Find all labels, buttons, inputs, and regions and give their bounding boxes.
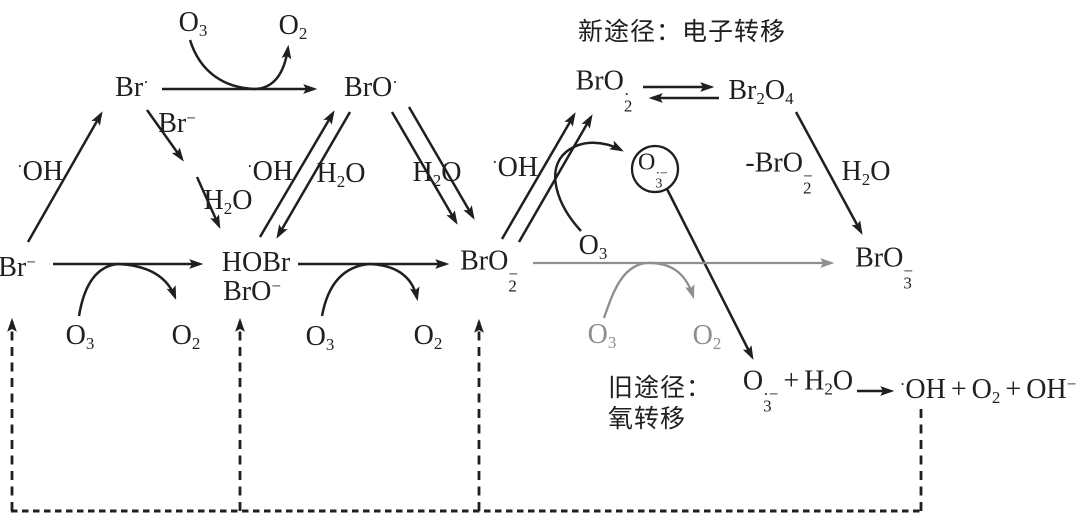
species-br2o4: Br2O4	[728, 75, 794, 108]
equation-left-side: O·−3+H2O	[742, 365, 854, 416]
species-o3-top: O3	[178, 7, 208, 40]
species-o3-radical-anion-circled: O·−3	[638, 149, 668, 192]
curve-o3-to-o2-left	[77, 262, 177, 317]
label-o3-feed: O3	[578, 230, 608, 263]
arrow-hobr-to-bro-radical	[258, 110, 335, 238]
label-oh-radical-right: ·OH	[491, 152, 539, 183]
curve-o3-to-o3-radical-anion	[553, 140, 624, 232]
species-o2-top: O2	[278, 10, 308, 43]
species-br-minus: Br−	[0, 252, 36, 283]
arrow-bro-radical-to-bro2-1	[390, 111, 458, 225]
label-o2-bottomleft-1: O2	[171, 320, 201, 353]
label-h2o-right: H2O	[412, 157, 462, 190]
species-br-radical: Br·	[115, 72, 149, 103]
heading-old-pathway-line1: 旧途径：	[608, 375, 713, 402]
arrow-br-radical-to-hobr-upper	[145, 109, 184, 162]
equation-right-side: ·OH+O2+OH−	[899, 374, 1077, 407]
label-o3-bottomleft-1: O3	[65, 320, 95, 353]
species-bro-minus: BrO−	[223, 276, 281, 307]
species-bro-radical: BrO·	[344, 72, 398, 103]
label-minus-bro2: -BrO−2	[745, 147, 813, 198]
arrow-bro-radical-to-hobr	[276, 111, 352, 239]
label-h2o-diagonal: H2O	[203, 185, 253, 218]
circle-o3-radical-anion	[630, 144, 680, 194]
curve-o3-to-o2-gray	[602, 261, 695, 319]
label-oh-radical-mid: ·OH	[246, 156, 294, 187]
arrow-br2o4-to-bro3	[794, 111, 863, 235]
label-o2-gray: O2	[692, 320, 722, 353]
heading-old-pathway: 旧途径： 氧转移	[608, 373, 712, 435]
arrow-bro2-to-bro2-radical-1	[500, 112, 576, 240]
arrow-o3-radical-to-equation	[665, 188, 754, 360]
label-o3-gray: O3	[587, 319, 617, 352]
curve-o3-to-o2-top	[188, 39, 292, 91]
label-o3-bottomleft-2: O3	[305, 321, 335, 354]
label-o2-bottomleft-2: O2	[413, 320, 443, 353]
species-bro3-minus: BrO−3	[855, 242, 913, 293]
label-h2o-br2o4: H2O	[841, 156, 891, 189]
label-oh-radical-left: ·OH	[16, 156, 64, 187]
arrow-bro-radical-to-bro2-2	[407, 106, 475, 220]
label-h2o-mid: H2O	[316, 158, 366, 191]
arrow-oh-brminus-to-br-radical	[26, 111, 103, 243]
curve-o3-to-o2-mid	[320, 262, 420, 317]
arrow-br-radical-to-hobr-lower	[195, 176, 221, 229]
heading-new-pathway: 新途径：电子转移	[578, 19, 787, 46]
species-bro2-minus: BrO−2	[460, 245, 518, 296]
label-br-minus-diagonal: Br−	[158, 108, 196, 139]
species-hobr: HOBr	[221, 247, 291, 278]
heading-old-pathway-line2: 氧转移	[608, 406, 687, 433]
species-bro2-radical: BrO·2	[575, 65, 633, 116]
